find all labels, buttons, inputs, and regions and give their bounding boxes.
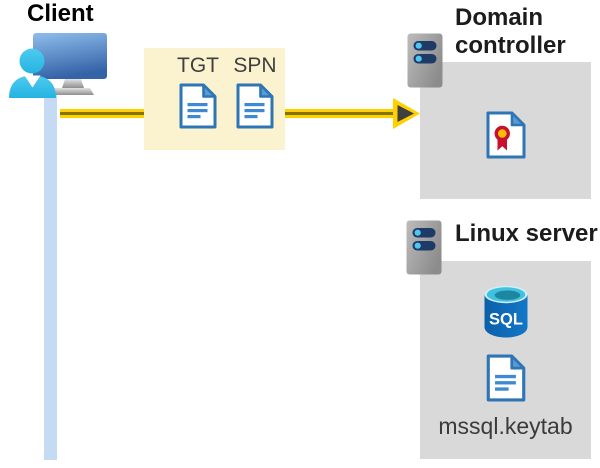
document-fold bbox=[202, 83, 217, 98]
server-led bbox=[415, 42, 422, 49]
server-led bbox=[414, 229, 421, 236]
domain-controller-server-icon bbox=[407, 33, 443, 88]
person-collar bbox=[24, 75, 41, 88]
tgt-label: TGT bbox=[177, 54, 219, 77]
server-led bbox=[415, 55, 422, 62]
client-label: Client bbox=[27, 0, 94, 27]
document-line bbox=[494, 387, 509, 391]
document-line bbox=[187, 115, 201, 119]
document-fold bbox=[259, 83, 274, 98]
token-tgt: TGT bbox=[176, 54, 220, 150]
monitor-stand-neck bbox=[62, 79, 84, 88]
spn-label: SPN bbox=[233, 54, 277, 77]
person-at-computer-icon bbox=[9, 33, 107, 98]
linux-server-icon bbox=[406, 220, 442, 275]
document-line bbox=[244, 115, 258, 119]
arrow-head-inner bbox=[397, 105, 414, 122]
document-line bbox=[244, 109, 265, 113]
certificate-icon bbox=[486, 111, 525, 159]
monitor-stand-base bbox=[52, 88, 94, 95]
linux-server-label: Linux server bbox=[455, 220, 598, 247]
auth-arrow-shaft-right bbox=[285, 109, 395, 118]
linux-server-box: SQL mssql.keytab bbox=[420, 261, 591, 459]
spn-document-icon bbox=[236, 83, 274, 129]
token-box: TGT SPN bbox=[144, 48, 285, 150]
domain-controller-box bbox=[420, 62, 591, 199]
person-head bbox=[19, 48, 45, 74]
monitor-shape bbox=[33, 33, 107, 79]
server-led bbox=[414, 242, 421, 249]
sql-label: SQL bbox=[489, 311, 523, 329]
tgt-document-icon bbox=[179, 83, 217, 129]
sql-database-icon: SQL bbox=[484, 285, 527, 338]
document-line bbox=[494, 374, 516, 379]
auth-arrow-shaft-left bbox=[60, 109, 144, 118]
keytab-document-icon bbox=[486, 354, 525, 402]
domain-controller-label: Domain controller bbox=[455, 4, 566, 59]
keytab-file-label: mssql.keytab bbox=[438, 413, 573, 439]
sql-cap-inner bbox=[494, 290, 520, 300]
document-fold bbox=[509, 354, 525, 370]
document-line bbox=[244, 103, 265, 107]
sql-cylinder-body bbox=[484, 294, 527, 338]
token-spn: SPN bbox=[233, 54, 277, 150]
document-line bbox=[187, 109, 208, 113]
document-line bbox=[187, 103, 208, 107]
certificate-fold bbox=[510, 111, 525, 127]
auth-arrow-head-icon bbox=[393, 98, 420, 129]
document-line bbox=[494, 381, 516, 385]
certificate-seal bbox=[494, 125, 510, 142]
client-timeline-line bbox=[44, 88, 57, 460]
